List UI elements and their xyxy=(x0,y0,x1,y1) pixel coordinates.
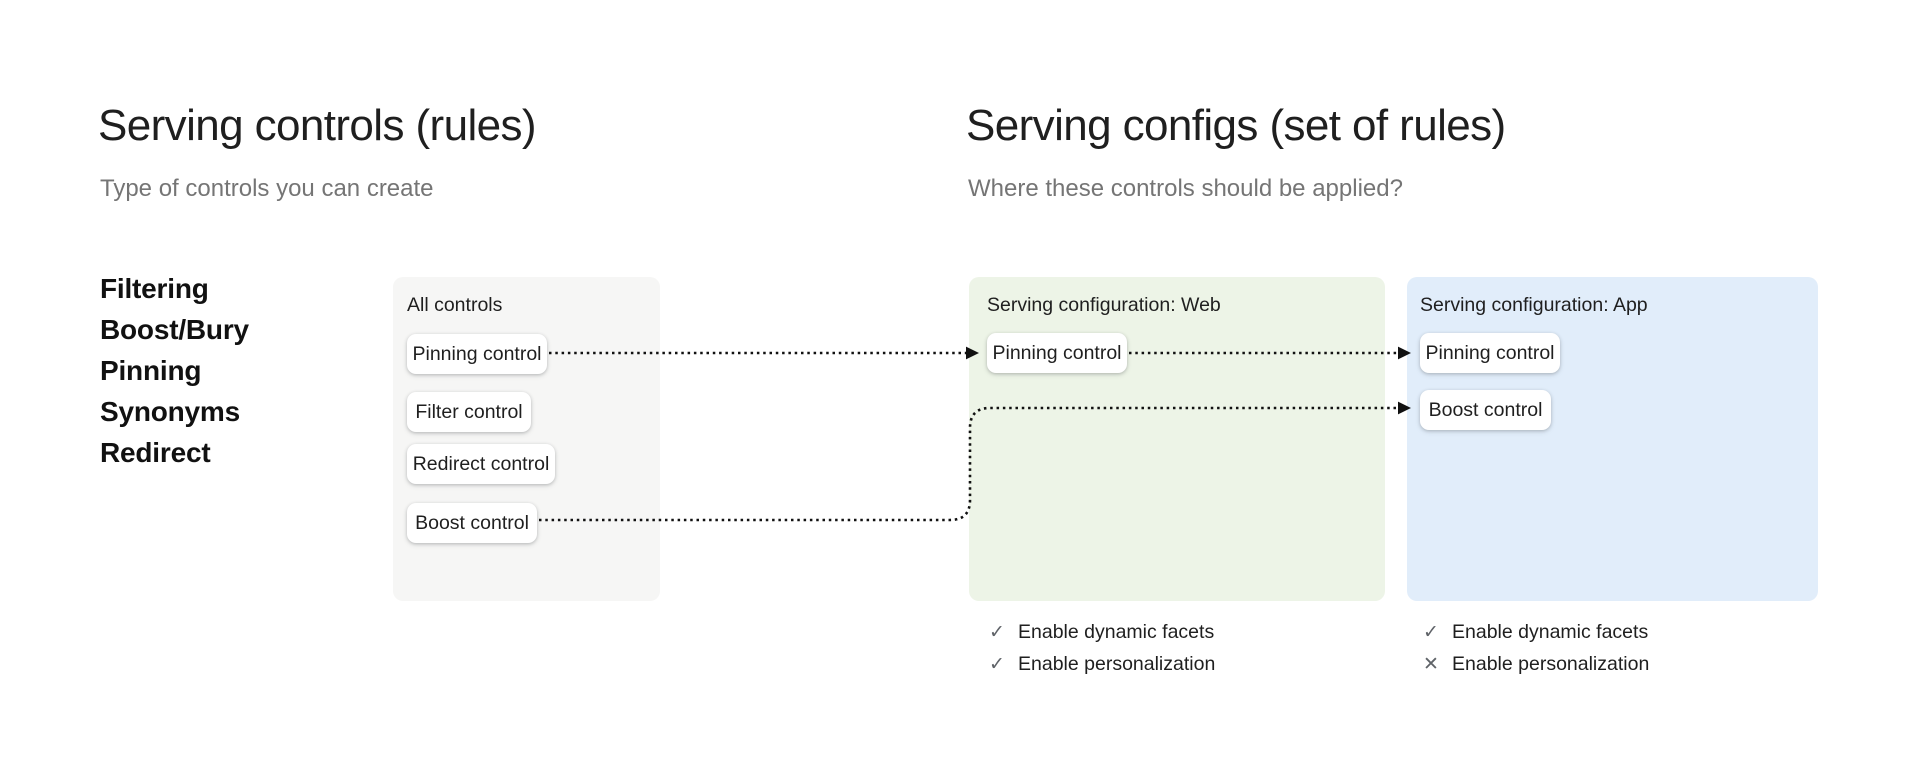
web-feature-dynamic-facets: ✓ Enable dynamic facets xyxy=(986,620,1214,644)
card-redirect-control: Redirect control xyxy=(407,444,555,484)
app-card-boost-control: Boost control xyxy=(1420,390,1551,430)
app-config-panel xyxy=(1407,277,1818,601)
card-pinning-control: Pinning control xyxy=(407,334,547,374)
feature-label: Enable personalization xyxy=(1452,652,1650,675)
all-controls-panel-label: All controls xyxy=(407,294,503,316)
card-filter-control: Filter control xyxy=(407,392,531,432)
control-types-list: Filtering Boost/Bury Pinning Synonyms Re… xyxy=(100,268,249,473)
app-feature-dynamic-facets: ✓ Enable dynamic facets xyxy=(1420,620,1648,644)
app-config-panel-label: Serving configuration: App xyxy=(1420,294,1648,316)
check-icon: ✓ xyxy=(989,653,1005,675)
control-type-pinning: Pinning xyxy=(100,354,202,386)
feature-label: Enable dynamic facets xyxy=(1018,620,1215,643)
feature-label: Enable personalization xyxy=(1018,652,1216,675)
all-controls-panel xyxy=(393,277,660,601)
control-type-boost-bury: Boost/Bury xyxy=(100,313,249,345)
check-icon: ✓ xyxy=(1423,621,1439,643)
web-feature-personalization: ✓ Enable personalization xyxy=(986,652,1215,676)
left-section-title: Serving controls (rules) xyxy=(98,101,537,150)
right-section-title: Serving configs (set of rules) xyxy=(966,101,1506,150)
web-card-pinning-control: Pinning control xyxy=(987,333,1127,373)
card-boost-control: Boost control xyxy=(407,503,537,543)
web-config-panel-label: Serving configuration: Web xyxy=(987,294,1221,316)
close-icon: ✕ xyxy=(1423,653,1439,675)
web-config-panel xyxy=(969,277,1385,601)
app-card-pinning-control: Pinning control xyxy=(1420,333,1560,373)
control-type-synonyms: Synonyms xyxy=(100,395,240,427)
check-icon: ✓ xyxy=(989,621,1005,643)
control-type-filtering: Filtering xyxy=(100,272,209,304)
feature-label: Enable dynamic facets xyxy=(1452,620,1649,643)
right-section-subtitle: Where these controls should be applied? xyxy=(968,175,1403,202)
app-feature-personalization: ✕ Enable personalization xyxy=(1420,652,1649,676)
control-type-redirect: Redirect xyxy=(100,436,211,468)
left-section-subtitle: Type of controls you can create xyxy=(100,175,434,202)
